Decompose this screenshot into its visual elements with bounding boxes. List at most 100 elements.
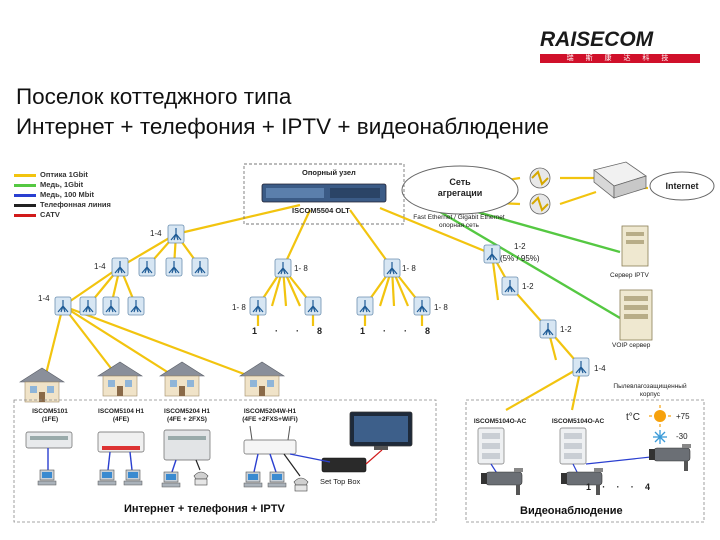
caption-video: Видеонаблюдение [520, 505, 623, 517]
port-dot: · [616, 482, 620, 492]
splitter-icon [138, 257, 156, 277]
pc-icon [97, 469, 117, 486]
legend-label: Телефонная линия [40, 200, 111, 209]
port-dot: · [275, 326, 278, 336]
amplifier-icon [529, 167, 551, 215]
onu-device [97, 431, 145, 453]
onu-ports: (4FE) [112, 416, 130, 423]
split-label: 1-4 [38, 294, 50, 303]
legend-label: CATV [40, 210, 60, 219]
port-number: 4 [644, 482, 650, 492]
port-range-b: 1··8 [360, 326, 430, 336]
legend-item-copper-100m: Медь, 100 Mbit [14, 190, 154, 200]
onu-ports: (1FE) [41, 416, 59, 423]
legend-swatch [14, 184, 36, 187]
subscriber-frame [13, 399, 437, 523]
aggregation-label: Сеть агрегации [432, 177, 488, 199]
splitter-icon [79, 296, 97, 316]
enclosure-line-1: Пылевлагозащищенный [613, 383, 687, 390]
splitter-icon [167, 224, 185, 244]
legend-item-phone: Телефонная линия [14, 200, 154, 210]
splitter-icon [274, 258, 292, 278]
temperature-label: t°C [626, 412, 640, 423]
iptv-server-icon [621, 225, 649, 267]
splitter-icon [539, 319, 557, 339]
port-range-a: 1··8 [252, 326, 322, 336]
house-icon [97, 361, 143, 397]
splitter-icon [383, 258, 401, 278]
camera-icon [480, 467, 524, 496]
port-dot: · [383, 326, 386, 336]
sun-icon [649, 405, 671, 427]
splitter-icon [483, 244, 501, 264]
split-label: 1-4 [594, 364, 606, 373]
core-node-label: Опорный узел [302, 168, 356, 177]
logo-wordmark: RAISECOM [540, 28, 654, 51]
onu-label: ISCOM5104 H1(4FE) [92, 408, 150, 424]
onu-ports: (4FE + 2FXS) [167, 416, 207, 423]
internet-cloud [649, 171, 715, 201]
onu-device [243, 425, 297, 455]
logo-subline: 瑞 斯 康 达 科 技 [540, 54, 700, 63]
lan-links [47, 448, 331, 473]
caption-services: Интернет + телефония + IPTV [124, 503, 285, 515]
legend-swatch [14, 214, 36, 217]
split-label: 1-2 [522, 282, 534, 291]
legend: Оптика 1Gbit Медь, 1Gbit Медь, 100 Mbit … [14, 170, 154, 220]
splitter-icon [413, 296, 431, 316]
legend-item-catv: CATV [14, 210, 154, 220]
pc-icon [123, 469, 143, 486]
aggregation-cloud [401, 165, 519, 215]
split-note: (5% / 95%) [500, 254, 540, 263]
splitter-icon [165, 257, 183, 277]
temperature-min: -30 [676, 432, 688, 441]
onu-model: ISCOM5204W-H1 [243, 408, 297, 415]
splitter-icon [572, 357, 590, 377]
legend-swatch [14, 194, 36, 197]
pc-icon [243, 471, 263, 488]
tv-icon [349, 411, 413, 450]
voip-server-label: VOIP сервер [612, 342, 651, 349]
split-label: 1-4 [150, 229, 162, 238]
splitter-icon [54, 296, 72, 316]
onu-model: ISCOM5204 H1 [164, 408, 210, 415]
aggregation-line-1: Сеть [449, 177, 471, 187]
split-label: 1- 8 [232, 303, 246, 312]
legend-item-optic: Оптика 1Gbit [14, 170, 154, 180]
page-title: Поселок коттеджного типа Интернет + теле… [16, 82, 549, 142]
port-number: 8 [316, 326, 322, 336]
outdoor-onu-icon [559, 427, 587, 465]
port-number: 1 [586, 482, 592, 492]
legend-item-copper-1g: Медь, 1Gbit [14, 180, 154, 190]
internet-label: Internet [665, 181, 699, 191]
splitter-icon [102, 296, 120, 316]
port-dot: · [295, 326, 299, 336]
phone-links [195, 453, 301, 477]
split-label: 1-2 [514, 242, 526, 251]
legend-swatch [14, 204, 36, 207]
pc-icon [267, 471, 287, 488]
house-icon [19, 367, 65, 403]
splitter-icon [191, 257, 209, 277]
ethernet-note: Fast Ethernet / Gigabit Ethernet опорная… [404, 214, 514, 230]
splitter-icon [304, 296, 322, 316]
enclosure-line-2: корпус [639, 391, 661, 398]
port-number: 8 [424, 326, 430, 336]
splitter-icon [111, 257, 129, 277]
ethernet-note-line-1: Fast Ethernet / Gigabit Ethernet [413, 214, 505, 221]
core-node-frame [243, 163, 405, 225]
camera-icon [648, 443, 692, 472]
split-label: 1- 8 [294, 264, 308, 273]
split-label: 1-2 [560, 325, 572, 334]
split-label: 1- 8 [434, 303, 448, 312]
onu-model: ISCOM5104 H1 [98, 408, 144, 415]
onu-device [25, 431, 73, 449]
router-icon [593, 161, 647, 199]
splitter-icon [356, 296, 374, 316]
house-icon [159, 361, 205, 397]
outdoor-onu-icon [477, 427, 505, 465]
port-dot: · [630, 482, 634, 492]
snowflake-icon [653, 430, 667, 444]
